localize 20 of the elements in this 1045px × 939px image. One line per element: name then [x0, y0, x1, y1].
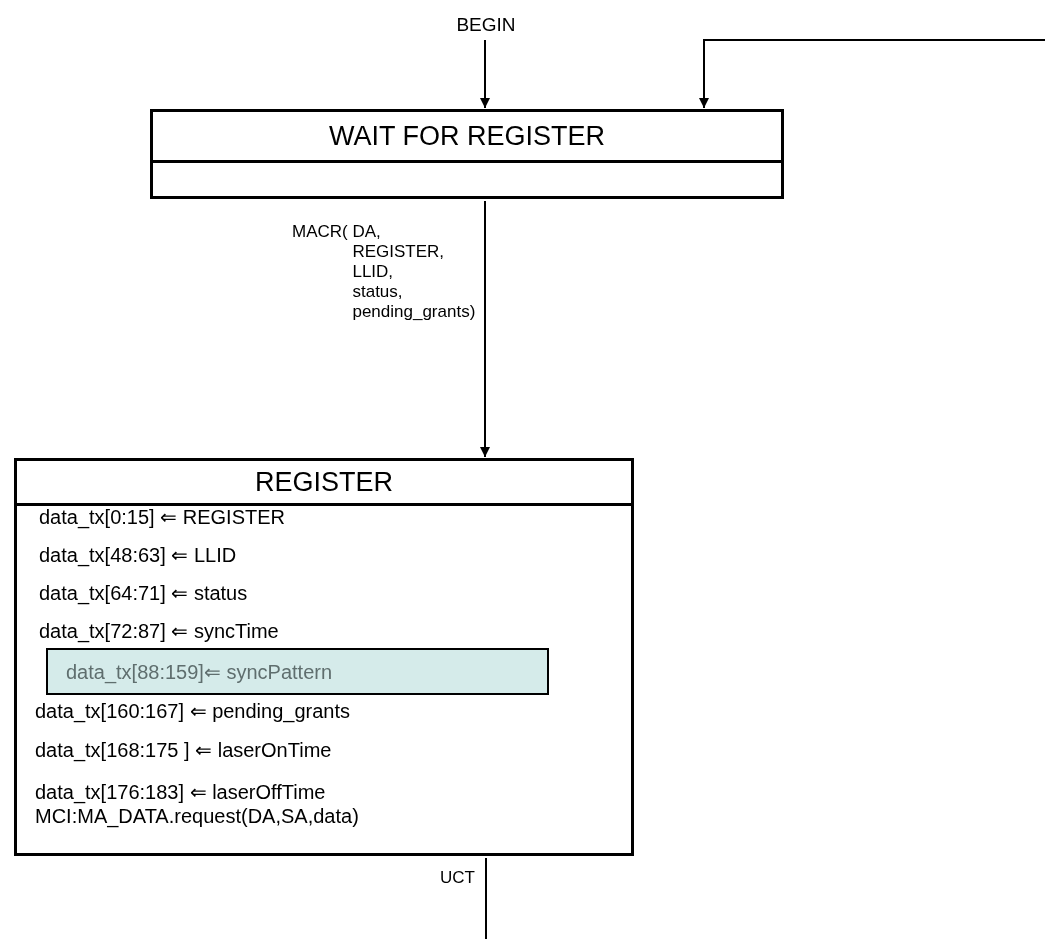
- transition-arrow: [699, 39, 1045, 109]
- state-name: WAIT FOR REGISTER: [328, 120, 606, 153]
- state-name: REGISTER: [254, 466, 394, 499]
- start-label: BEGIN: [438, 12, 534, 38]
- transition-line: [485, 857, 487, 939]
- transition-condition: MACR( DA, REGISTER, LLID, status, pending_grants): [292, 222, 476, 322]
- highlighted-assignment: data_tx[88:159]⇐ syncPattern: [46, 648, 549, 695]
- transition-arrow: [480, 200, 490, 458]
- transition-arrow: [480, 39, 490, 109]
- state-action: data_tx[48:63] ⇐ LLID: [39, 543, 237, 567]
- state-box: [14, 458, 634, 856]
- transition-condition: UCT: [440, 868, 475, 888]
- state-box: [150, 109, 784, 199]
- state-action: data_tx[64:71] ⇐ status: [39, 581, 248, 605]
- state-action: data_tx[160:167] ⇐ pending_grants: [35, 699, 351, 723]
- state-action: data_tx[0:15] ⇐ REGISTER: [39, 505, 285, 529]
- state-action: MCI:MA_DATA.request(DA,SA,data): [35, 805, 359, 828]
- state-action: data_tx[72:87] ⇐ syncTime: [39, 619, 279, 643]
- state-action: data_tx[168:175 ] ⇐ laserOnTime: [35, 738, 332, 762]
- state-action: data_tx[176:183] ⇐ laserOffTime: [35, 780, 326, 804]
